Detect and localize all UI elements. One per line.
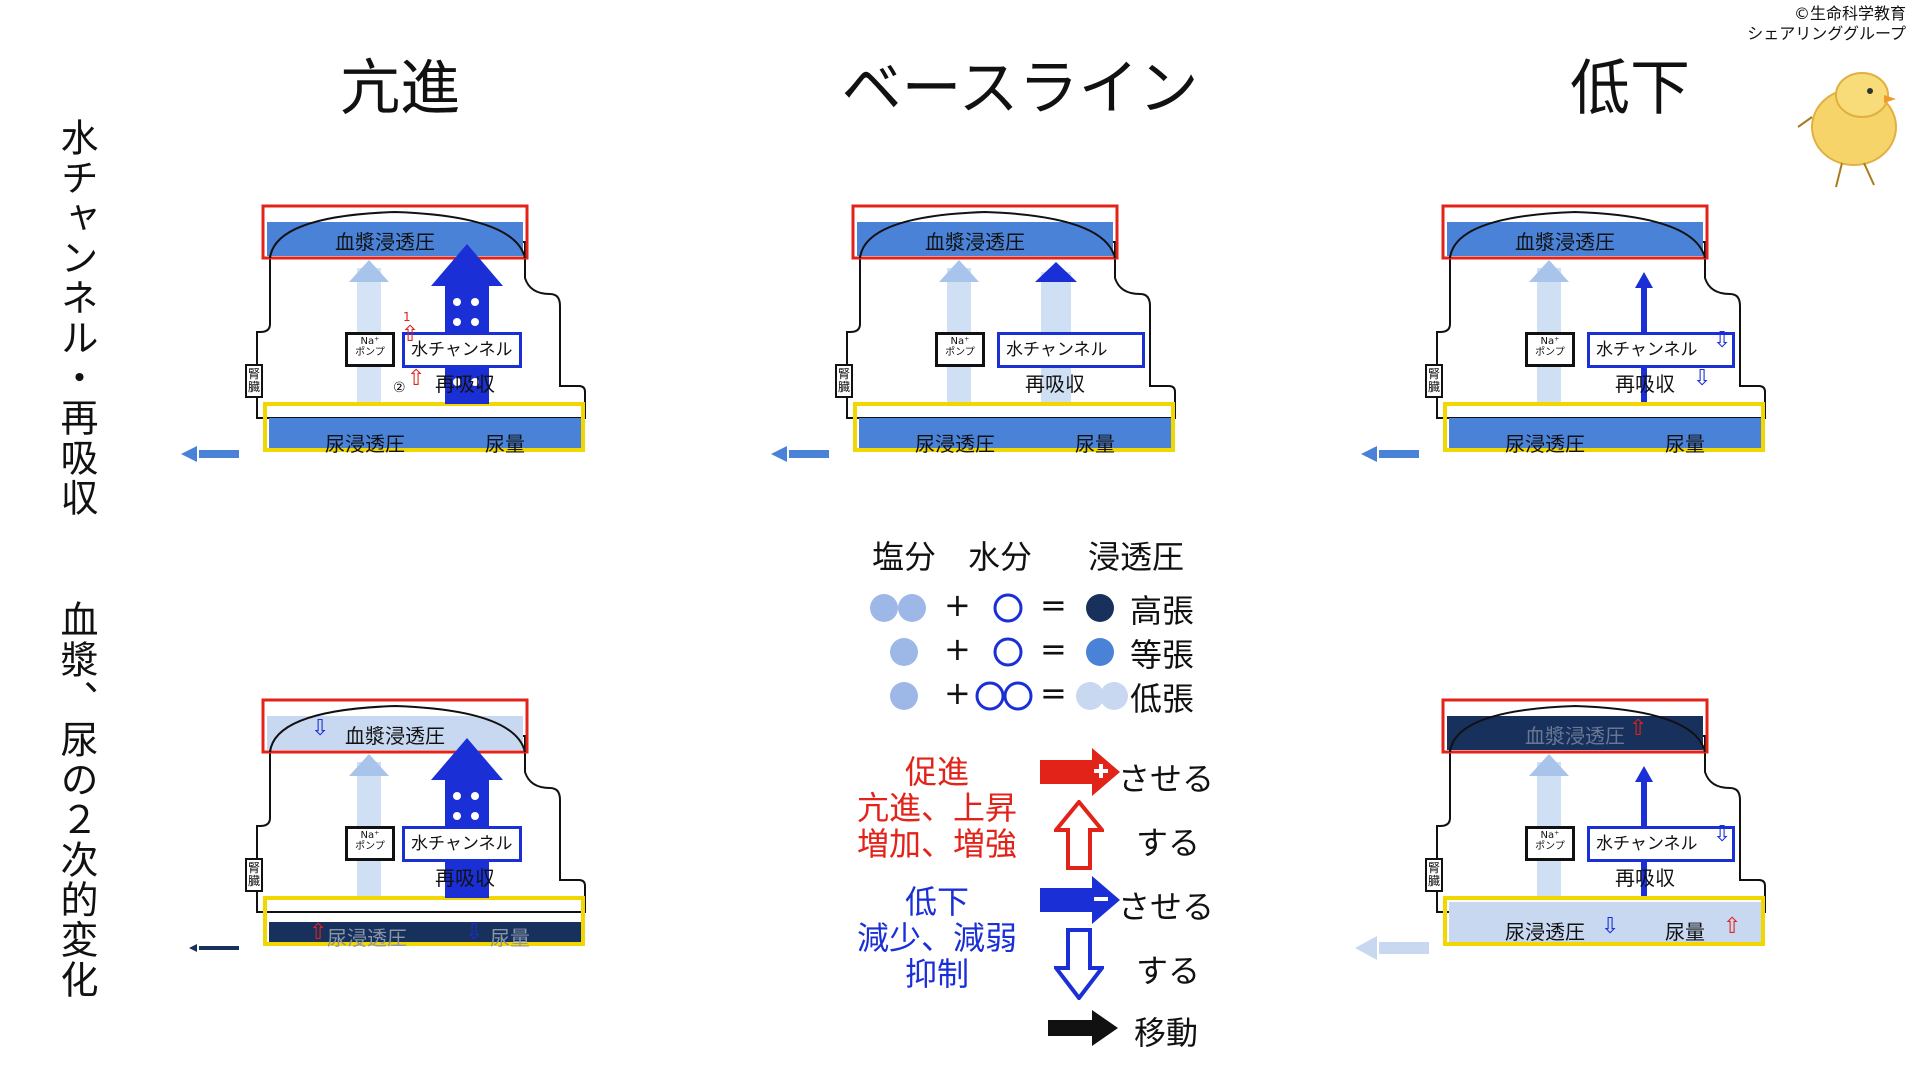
row-label-bottom: 血漿、尿の２次的変化: [54, 600, 98, 1000]
up-arrow-icon: ⇧: [309, 920, 328, 945]
diagram-top-hypo: 血漿浸透圧 Na⁺ポンプ 水チャンネル 再吸収 尿浸透圧 尿量 腎臓 ⇩ ⇩: [1325, 182, 1766, 472]
legend-row-iso-icons: [890, 637, 1114, 667]
kidney-tag: 腎臓: [245, 858, 263, 892]
urine-osm-label: 尿浸透圧: [327, 926, 407, 950]
legend-header-salt: 塩分: [872, 538, 937, 576]
red-hollow-up-arrow-icon: [1054, 800, 1104, 870]
down-arrow-icon: ⇩: [1713, 822, 1732, 847]
na-pump: Na⁺ポンプ: [1525, 826, 1575, 861]
na-pump: Na⁺ポンプ: [935, 332, 985, 367]
legend-iso: 等張: [1130, 636, 1195, 674]
legend-row-high-icons: [870, 593, 1114, 623]
legend-make-blue: させる: [1118, 888, 1215, 926]
na-pump: Na⁺ポンプ: [1525, 332, 1575, 367]
down-arrow-icon: ⇩: [311, 716, 330, 741]
kidney-tag: 腎臓: [1425, 364, 1443, 398]
kidney-tag: 腎臓: [835, 364, 853, 398]
legend-row-low-icons: [890, 681, 1128, 711]
plasma-osm-label: 血漿浸透圧: [335, 230, 435, 254]
plasma-osm-label: 血漿浸透圧: [345, 724, 445, 748]
legend-do-red: する: [1136, 824, 1201, 862]
legend-header-water: 水分: [968, 538, 1033, 576]
plasma-osm-label: 血漿浸透圧: [1515, 230, 1615, 254]
water-channel-label: 水チャンネル: [997, 332, 1145, 368]
diagram-top-hyper: 血漿浸透圧 Na⁺ポンプ 水チャンネル 再吸収 尿浸透圧 尿量 腎臓 ② 1 ⇧…: [145, 182, 586, 472]
up-arrow-icon: ⇧: [407, 366, 426, 391]
column-title-right: 低下: [1570, 54, 1690, 124]
reabsorption-label: 再吸収: [435, 866, 495, 890]
copyright-text: ©生命科学教育 シェアリンググループ: [1747, 4, 1906, 43]
urine-volume-label: 尿量: [1075, 432, 1115, 456]
na-pump: Na⁺ポンプ: [345, 332, 395, 367]
up-arrow-icon: ⇧: [401, 322, 420, 347]
urine-volume-label: 尿量: [485, 432, 525, 456]
diagram-bottom-hypo: 血漿浸透圧 Na⁺ポンプ 水チャンネル 再吸収 尿浸透圧 尿量 腎臓 ⇧ ⇩ ⇩…: [1325, 676, 1766, 966]
legend-high: 高張: [1130, 592, 1195, 630]
legend-red-text: 促進 亢進、上昇 増加、増強: [856, 753, 1017, 863]
urine-osm-label: 尿浸透圧: [915, 432, 995, 456]
column-title-center: ベースライン: [841, 54, 1199, 124]
down-arrow-icon: ⇩: [1693, 366, 1712, 391]
urine-osm-label: 尿浸透圧: [325, 432, 405, 456]
reabsorption-label: 再吸収: [435, 372, 495, 396]
water-channel-label: 水チャンネル: [1587, 826, 1735, 862]
water-channel-label: 水チャンネル: [1587, 332, 1735, 368]
up-arrow-icon: ⇧: [1723, 914, 1742, 939]
legend-blue-text: 低下 減少、減弱 抑制: [856, 883, 1017, 993]
chick-mascot-image: [1792, 55, 1912, 195]
urine-volume-label: 尿量: [1665, 432, 1705, 456]
down-arrow-icon: ⇩: [1713, 328, 1732, 353]
row-label-top: 水チャンネル・再吸収: [54, 118, 98, 518]
down-arrow-icon: ⇩: [1601, 914, 1620, 939]
blue-hollow-down-arrow-icon: [1054, 928, 1104, 1000]
water-channel-label: 水チャンネル: [402, 826, 522, 862]
legend-plus: +: [944, 674, 971, 712]
black-move-arrow-icon: [1048, 1010, 1118, 1046]
kidney-tag: 腎臓: [245, 364, 263, 398]
reabsorption-label: 再吸収: [1615, 372, 1675, 396]
reabsorption-label: 再吸収: [1025, 372, 1085, 396]
legend-equals: =: [1040, 586, 1067, 624]
plasma-osm-label: 血漿浸透圧: [925, 230, 1025, 254]
kidney-tag: 腎臓: [1425, 858, 1443, 892]
legend-equals: =: [1040, 674, 1067, 712]
legend-low: 低張: [1130, 680, 1195, 718]
urine-osm-label: 尿浸透圧: [1505, 920, 1585, 944]
diagram-top-baseline: 血漿浸透圧 Na⁺ポンプ 水チャンネル 再吸収 尿浸透圧 尿量 腎臓: [735, 182, 1176, 472]
legend-header-osm: 浸透圧: [1088, 538, 1185, 576]
blue-filled-arrow-icon: [1040, 876, 1120, 924]
legend-make-red: させる: [1118, 760, 1215, 798]
legend-move: 移動: [1134, 1014, 1199, 1052]
diagram-bottom-hyper: 血漿浸透圧 Na⁺ポンプ 水チャンネル 再吸収 尿浸透圧 尿量 腎臓 ⇩ ⇧ ⇩: [145, 676, 586, 966]
mark-2: ②: [393, 380, 406, 396]
mark-1: 1: [403, 310, 411, 324]
legend-equals: =: [1040, 630, 1067, 668]
legend-plus: +: [944, 630, 971, 668]
legend-plus: +: [944, 586, 971, 624]
reabsorption-label: 再吸収: [1615, 866, 1675, 890]
na-pump: Na⁺ポンプ: [345, 826, 395, 861]
legend-do-blue: する: [1136, 952, 1201, 990]
up-arrow-icon: ⇧: [1629, 716, 1648, 741]
water-channel-label: 水チャンネル: [402, 332, 522, 368]
down-arrow-icon: ⇩: [465, 920, 484, 945]
urine-osm-label: 尿浸透圧: [1505, 432, 1585, 456]
urine-volume-label: 尿量: [490, 926, 530, 950]
column-title-left: 亢進: [340, 54, 460, 124]
urine-volume-label: 尿量: [1665, 920, 1705, 944]
red-filled-arrow-icon: [1040, 748, 1120, 796]
plasma-osm-label: 血漿浸透圧: [1525, 724, 1625, 748]
